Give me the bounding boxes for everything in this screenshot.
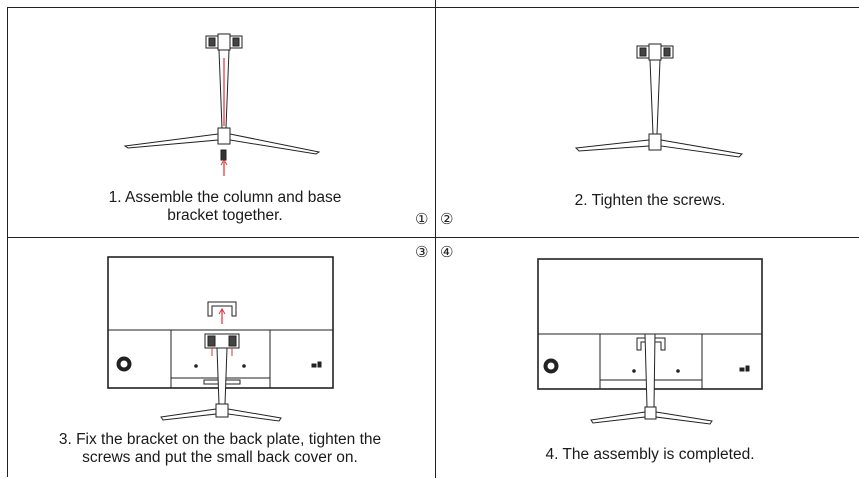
step4-illustration (537, 258, 763, 425)
step4-caption: 4. The assembly is completed. (470, 446, 830, 464)
step3-illustration (107, 256, 334, 422)
step1-caption: 1. Assemble the column and base bracket … (40, 189, 410, 225)
step1-caption-line1: 1. Assemble the column and base (108, 189, 342, 206)
step3-number: ③ (415, 244, 429, 261)
step2-illustration (574, 43, 744, 158)
step4-number: ④ (440, 244, 454, 261)
step2-caption-line1: 2. Tighten the screws. (574, 192, 726, 209)
vertical-divider (435, 0, 436, 478)
step2-caption: 2. Tighten the screws. (470, 192, 830, 210)
step3-caption-line1: 3. Fix the bracket on the back plate, ti… (58, 431, 382, 448)
horizontal-divider-right (436, 237, 859, 238)
step3-caption: 3. Fix the bracket on the back plate, ti… (10, 431, 430, 467)
step4-caption-line1: 4. The assembly is completed. (545, 446, 755, 463)
step2-number: ② (440, 211, 454, 228)
frame-left-border (7, 7, 8, 477)
horizontal-divider-left (7, 237, 435, 238)
step3-caption-line2: screws and put the small back cover on. (82, 449, 358, 466)
frame-top-border (7, 7, 859, 8)
step1-caption-line2: bracket together. (167, 207, 283, 224)
step1-illustration (123, 33, 321, 176)
step1-number: ① (415, 211, 429, 228)
